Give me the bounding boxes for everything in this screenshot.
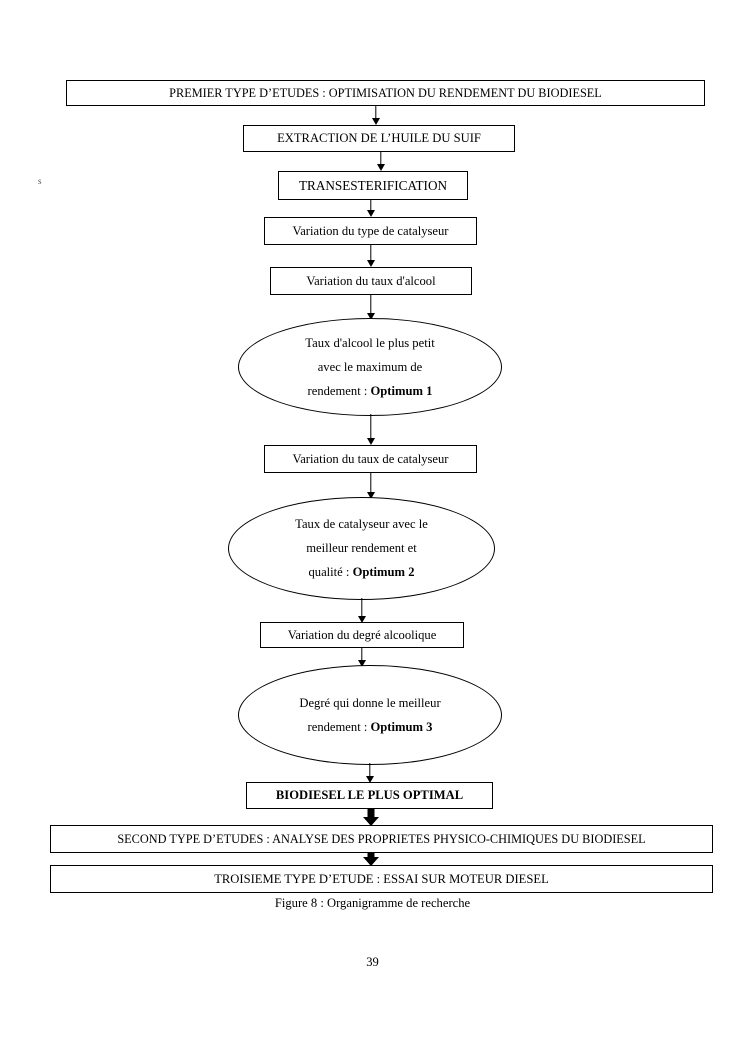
optimum-3-label: Optimum 3 <box>370 719 433 734</box>
arrow-optimum-2-to-degre-alcoolique <box>352 598 372 623</box>
figure-caption: Figure 8 : Organigramme de recherche <box>274 896 471 910</box>
arrow-second-to-troisieme-type <box>360 853 382 866</box>
node-optimum-1: Taux d'alcool le plus petit avec le maxi… <box>238 318 502 416</box>
arrow-biodiesel-to-second-type <box>360 809 382 826</box>
node-premier-type-etudes: PREMIER TYPE D’ETUDES : OPTIMISATION DU … <box>66 80 705 106</box>
optimum-2-line-2: meilleur rendement et <box>306 541 417 555</box>
optimum-2-prefix: qualité : <box>308 565 353 579</box>
node-variation-type-catalyseur: Variation du type de catalyseur <box>264 217 477 245</box>
node-biodiesel-plus-optimal: BIODIESEL LE PLUS OPTIMAL <box>246 782 493 809</box>
node-premier-type-etudes-label: PREMIER TYPE D’ETUDES : OPTIMISATION DU … <box>169 85 602 100</box>
margin-stray-glyph: s <box>38 176 42 186</box>
optimum-2-line-3: qualité : Optimum 2 <box>308 565 414 580</box>
node-transesterification-label: TRANSESTERIFICATION <box>299 177 447 193</box>
optimum-1-label: Optimum 1 <box>370 383 433 398</box>
node-troisieme-type-etude-label: TROISIEME TYPE D’ETUDE : ESSAI SUR MOTEU… <box>214 871 549 886</box>
node-troisieme-type-etude: TROISIEME TYPE D’ETUDE : ESSAI SUR MOTEU… <box>50 865 713 893</box>
node-second-type-etudes: SECOND TYPE D’ETUDES : ANALYSE DES PROPR… <box>50 825 713 853</box>
arrow-optimum-3-to-biodiesel <box>360 763 380 783</box>
arrow-extraction-to-transesterification <box>371 152 391 171</box>
optimum-3-line-3: rendement : Optimum 3 <box>308 720 433 735</box>
node-optimum-2: Taux de catalyseur avec le meilleur rend… <box>228 497 495 600</box>
arrow-degre-alcoolique-to-optimum-3 <box>352 648 372 667</box>
node-extraction-huile-suif: EXTRACTION DE L’HUILE DU SUIF <box>243 125 515 152</box>
arrow-taux-alcool-to-optimum-1 <box>361 295 381 320</box>
optimum-2-line-1: Taux de catalyseur avec le <box>295 517 428 531</box>
node-variation-taux-catalyseur: Variation du taux de catalyseur <box>264 445 477 473</box>
optimum-1-line-2: avec le maximum de <box>317 359 423 374</box>
node-transesterification: TRANSESTERIFICATION <box>278 171 468 200</box>
node-variation-taux-alcool: Variation du taux d'alcool <box>270 267 472 295</box>
node-variation-taux-catalyseur-label: Variation du taux de catalyseur <box>292 451 449 466</box>
node-variation-taux-alcool-label: Variation du taux d'alcool <box>306 273 436 288</box>
arrow-type-catalyseur-to-taux-alcool <box>361 245 381 267</box>
arrow-transesterification-to-type-catalyseur <box>361 200 381 217</box>
node-variation-degre-alcoolique-label: Variation du degré alcoolique <box>287 627 437 642</box>
node-variation-degre-alcoolique: Variation du degré alcoolique <box>260 622 464 648</box>
optimum-2-label: Optimum 2 <box>352 565 415 579</box>
optimum-1-prefix: rendement : <box>307 383 371 398</box>
node-extraction-huile-suif-label: EXTRACTION DE L’HUILE DU SUIF <box>277 131 481 146</box>
node-biodiesel-plus-optimal-label: BIODIESEL LE PLUS OPTIMAL <box>275 788 464 803</box>
arrow-taux-catalyseur-to-optimum-2 <box>361 473 381 499</box>
node-optimum-3: Degré qui donne le meilleur rendement : … <box>238 665 502 765</box>
optimum-3-line-1: Degré qui donne le meilleur <box>299 695 441 710</box>
arrow-premier-to-extraction <box>366 106 386 125</box>
optimum-1-line-1: Taux d'alcool le plus petit <box>305 335 435 350</box>
node-second-type-etudes-label: SECOND TYPE D’ETUDES : ANALYSE DES PROPR… <box>117 831 646 846</box>
arrow-optimum-1-to-taux-catalyseur <box>361 414 381 445</box>
node-variation-type-catalyseur-label: Variation du type de catalyseur <box>292 223 449 238</box>
optimum-3-prefix: rendement : <box>307 719 371 734</box>
optimum-1-line-3: rendement : Optimum 1 <box>308 384 433 399</box>
page-number: 39 <box>366 955 379 969</box>
